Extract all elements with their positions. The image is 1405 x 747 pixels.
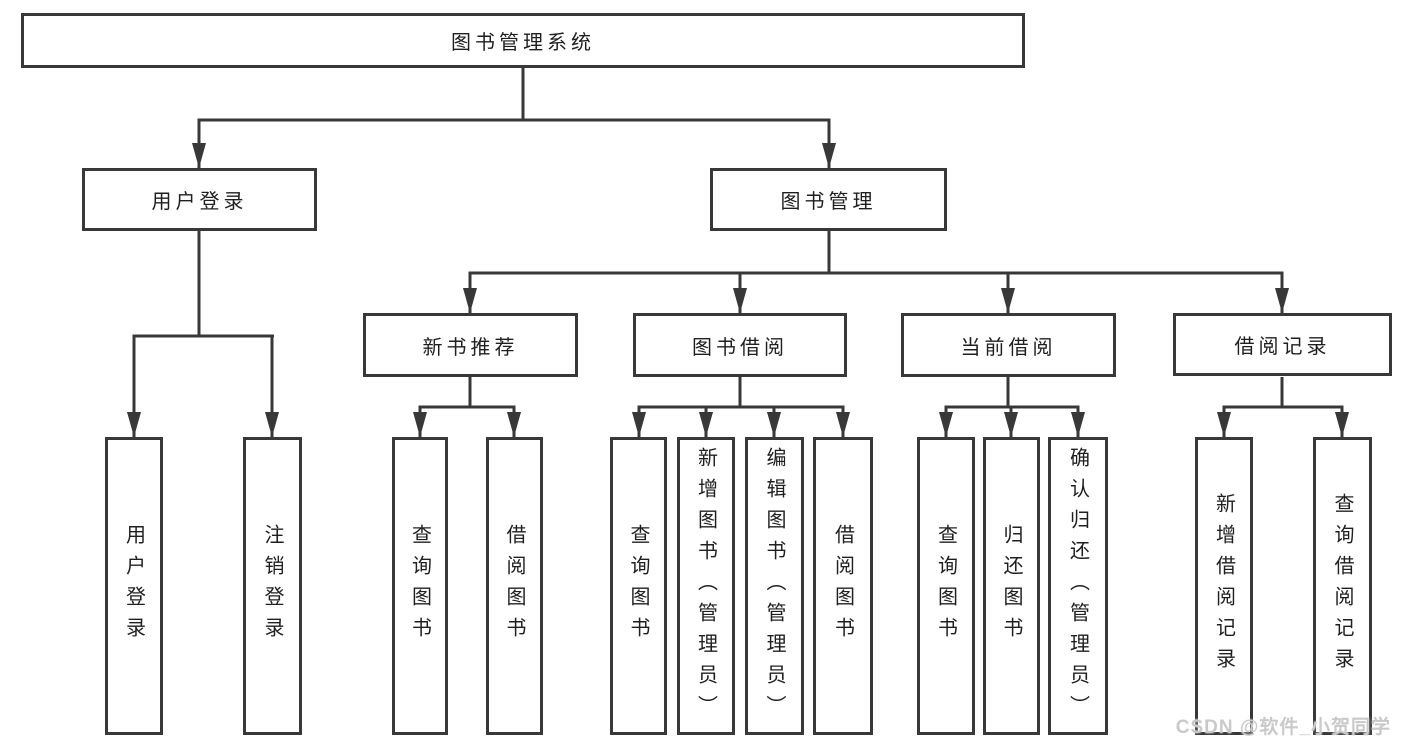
node-label: 当前借阅 xyxy=(960,336,1057,359)
leaf-record-query: 查询借阅记录 xyxy=(1313,437,1372,735)
leaf-newbook-borrow: 借阅图书 xyxy=(486,437,543,735)
node-label: 查询借阅记录 xyxy=(1331,493,1353,679)
node-label: 新增借阅记录 xyxy=(1212,493,1235,679)
node-label: 图书管理系统 xyxy=(451,32,595,54)
connector-newbook-split xyxy=(418,377,516,409)
connector-currentborrow-split xyxy=(944,377,1080,409)
node-label: 查询图书 xyxy=(408,524,431,648)
node-label: 用户登录 xyxy=(122,524,145,648)
connector-borrowrecord-split xyxy=(1222,377,1344,409)
node-label: 借阅记录 xyxy=(1234,336,1331,358)
leaf-borrow-book: 借阅图书 xyxy=(813,437,873,735)
connector-root-split xyxy=(197,68,831,122)
node-label: 借阅图书 xyxy=(503,524,525,648)
node-label: 确认归还（管理员） xyxy=(1066,446,1089,726)
leaf-borrow-query: 查询图书 xyxy=(610,437,667,735)
node-current-borrow: 当前借阅 xyxy=(901,313,1116,377)
node-label: 归还图书 xyxy=(1000,524,1022,648)
leaf-record-add: 新增借阅记录 xyxy=(1195,437,1253,735)
node-label: 新增图书（管理员） xyxy=(694,446,717,726)
leaf-current-confirm-admin: 确认归还（管理员） xyxy=(1048,437,1108,735)
node-label: 图书管理 xyxy=(780,191,877,213)
node-new-book-recommend: 新书推荐 xyxy=(363,313,578,377)
connector-bookmgmt-split xyxy=(468,231,1284,275)
node-label: 编辑图书（管理员） xyxy=(763,446,785,726)
leaf-current-query: 查询图书 xyxy=(917,437,975,735)
node-label: 新书推荐 xyxy=(422,336,519,359)
node-label: 查询图书 xyxy=(934,524,957,648)
node-label: 注销登录 xyxy=(261,524,283,648)
node-user-login: 用户登录 xyxy=(82,168,317,231)
node-label: 借阅图书 xyxy=(831,524,854,648)
node-label: 查询图书 xyxy=(627,524,649,648)
node-label: 图书借阅 xyxy=(692,336,788,359)
leaf-borrow-add-admin: 新增图书（管理员） xyxy=(677,437,735,735)
node-borrow-record: 借阅记录 xyxy=(1173,313,1392,376)
leaf-user-login: 用户登录 xyxy=(105,437,163,735)
leaf-current-return: 归还图书 xyxy=(983,437,1040,735)
node-label: 用户登录 xyxy=(151,191,248,213)
node-book-management: 图书管理 xyxy=(710,168,947,231)
csdn-watermark: CSDN @软件_小贺同学 xyxy=(1175,717,1391,738)
leaf-logout: 注销登录 xyxy=(243,437,302,735)
connector-userlogin-split xyxy=(132,231,274,338)
leaf-borrow-edit-admin: 编辑图书（管理员） xyxy=(745,437,804,735)
leaf-newbook-query: 查询图书 xyxy=(392,437,448,735)
node-root-system: 图书管理系统 xyxy=(21,13,1025,68)
connector-bookborrow-split xyxy=(637,377,845,409)
node-book-borrow: 图书借阅 xyxy=(633,313,847,377)
